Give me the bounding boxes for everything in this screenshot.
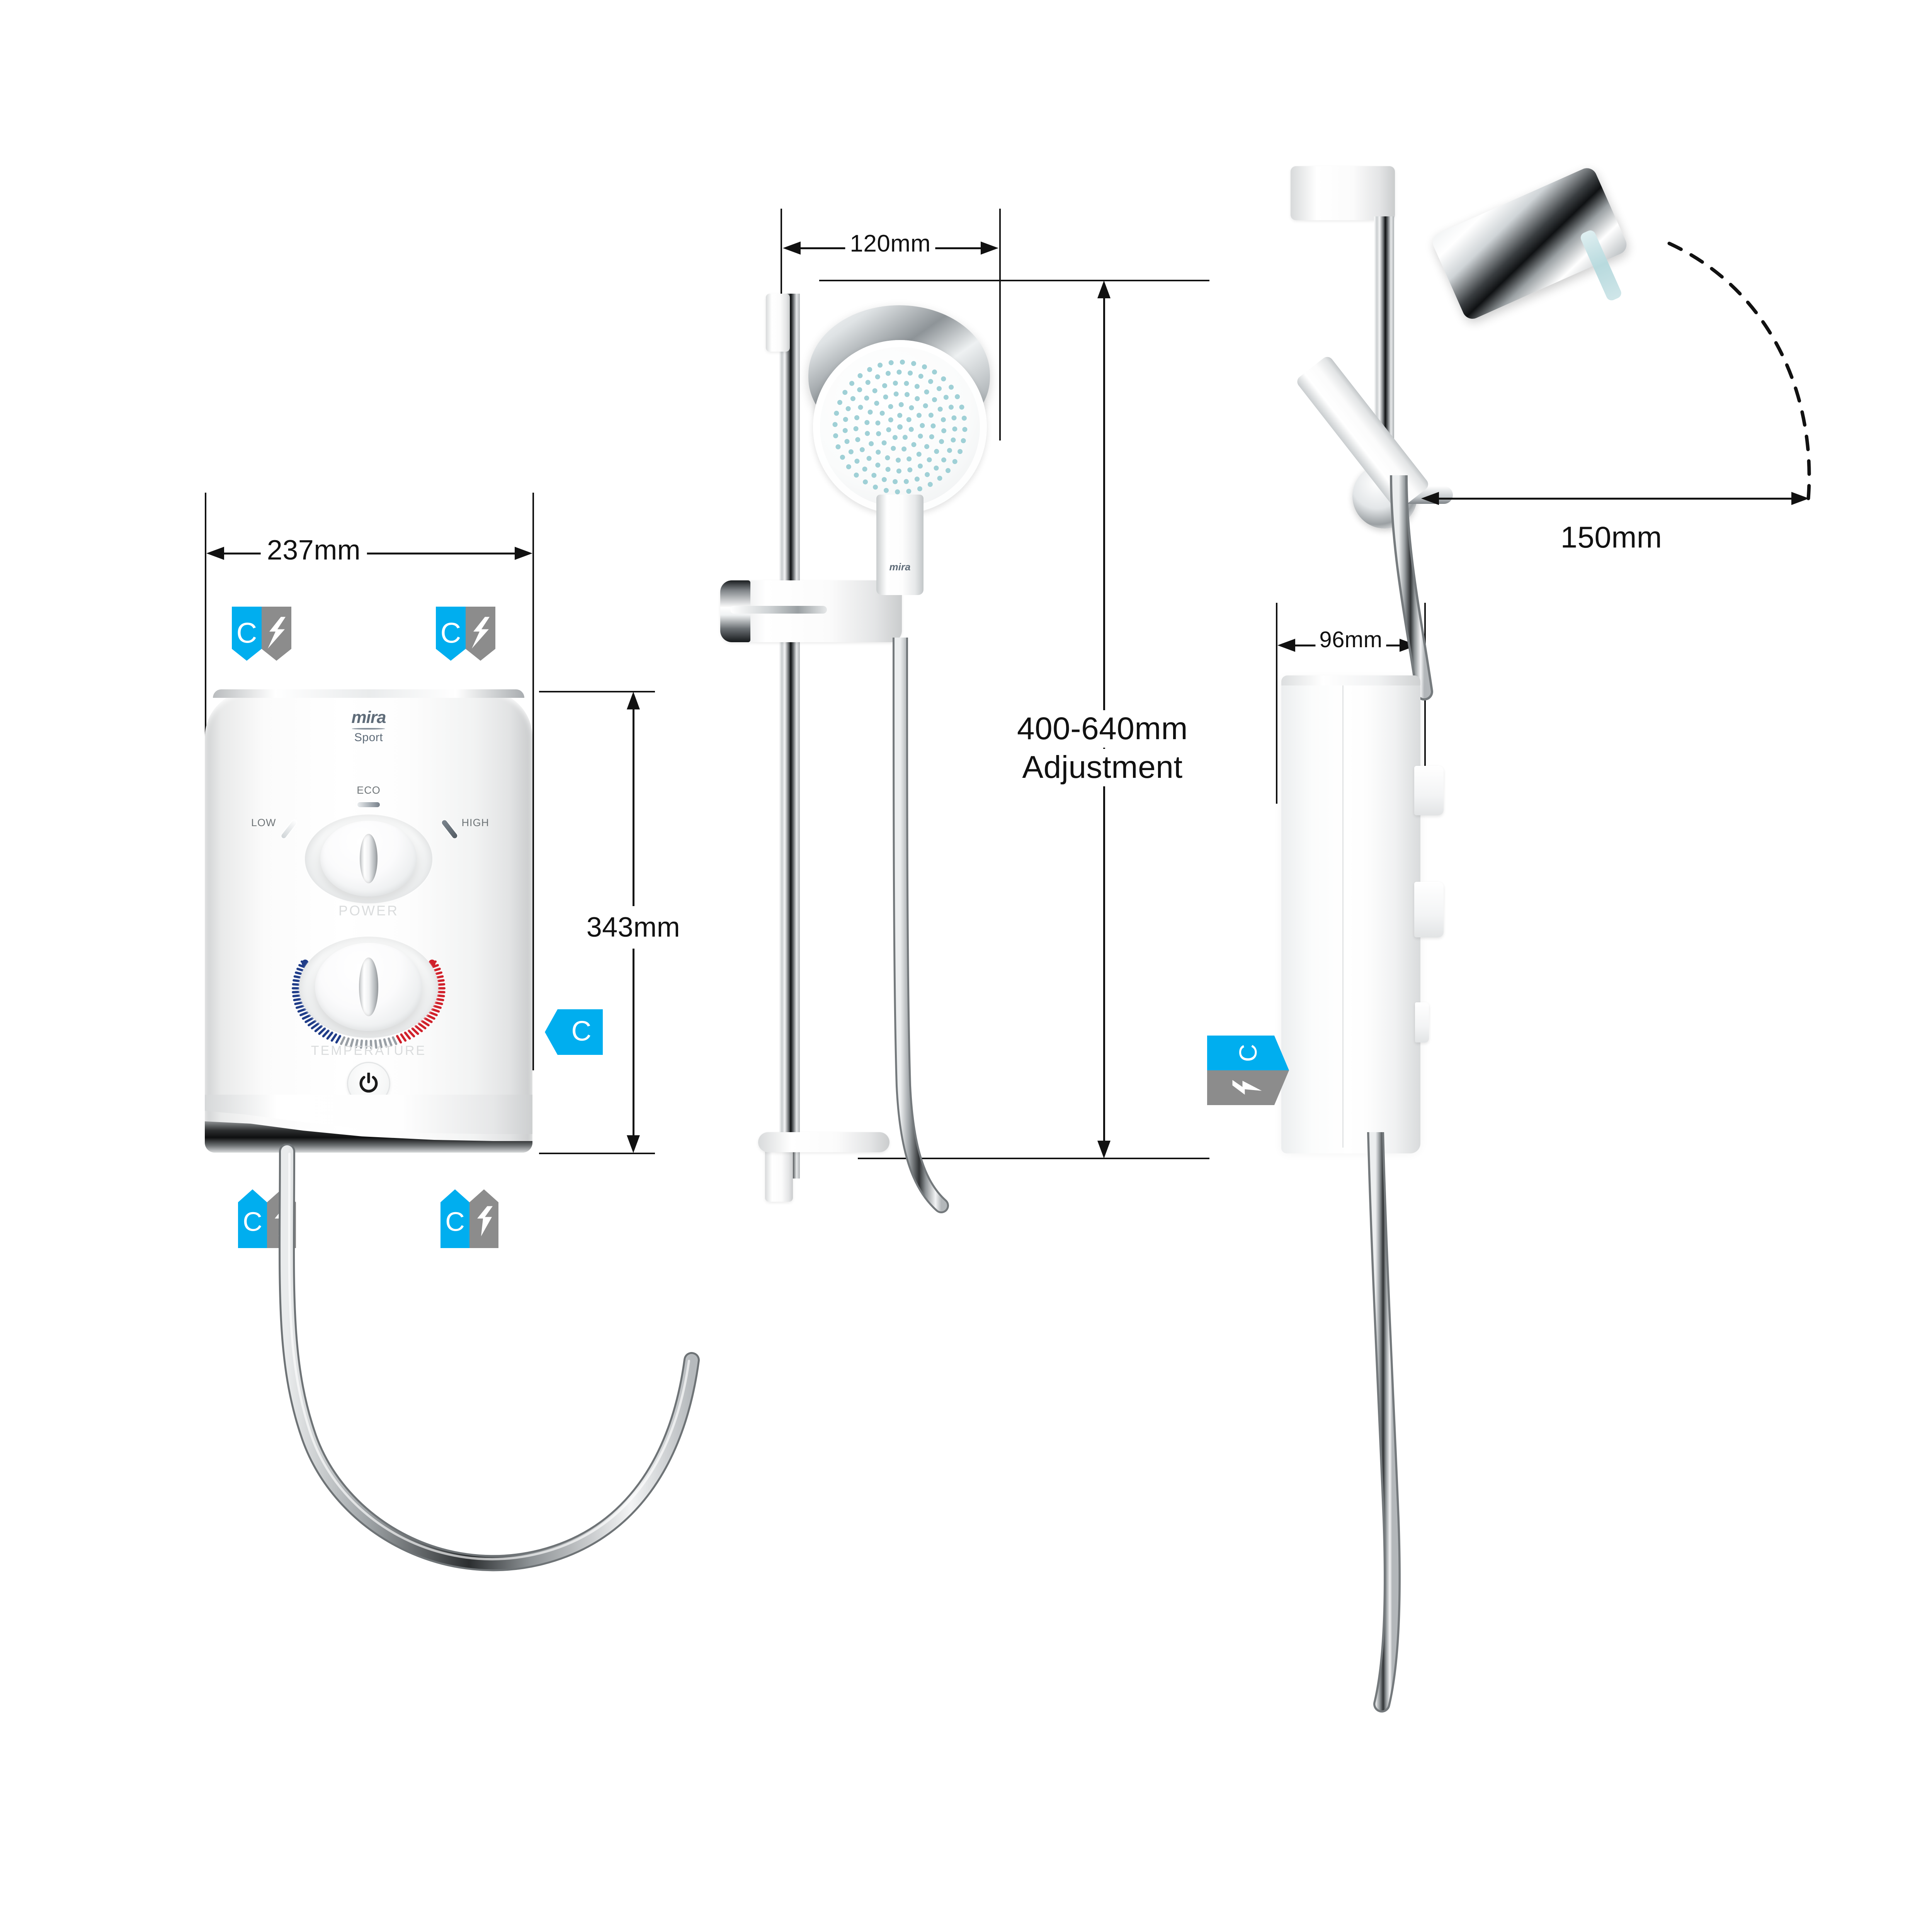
width-arrow-left [206,547,224,560]
adjustment-arrow-down [1097,1141,1111,1158]
temperature-knob-caption: TEMPERATURE [311,1043,427,1058]
badge-bottom-right: C [440,1189,498,1248]
badge-water-connection-right: C [545,1009,603,1055]
width-dimension-label: 237mm [260,534,367,566]
ext-line-right [532,493,534,1070]
projection-label: 150mm [1560,520,1662,554]
badge-letter-c: C [236,617,257,649]
ext-line-depth-left [1276,603,1277,804]
lightning-bolt-icon [265,616,288,651]
lightning-bolt-icon [469,616,492,651]
side-power-knob[interactable] [1414,766,1444,815]
projection-arrow-right [1791,492,1809,505]
width-arrow-right [515,547,532,560]
temperature-knob-grip[interactable] [359,957,378,1016]
ext-line-bottom [539,1153,655,1154]
badge-letter-c: C [571,1015,592,1047]
depth-label: 96mm [1315,627,1386,653]
adjustment-label-line1: 400-640mm [1010,710,1195,748]
power-tick-label-low: LOW [251,817,276,828]
depth-arrow-left [1277,639,1295,652]
power-control-knob[interactable] [320,821,417,896]
head-offset-arrow-right [981,242,998,255]
projection-arrow-left [1421,492,1439,505]
unit-top-trim [213,689,524,698]
front-view-hose [279,1144,700,1571]
height-arrow-up [627,692,640,709]
badge-side-rotated: C [1207,1036,1289,1105]
rotation-arc-indicator [1667,242,1811,500]
handset-handle-front[interactable] [876,495,923,595]
power-icon [359,1073,378,1093]
ext-line-head-right [999,209,1001,440]
badge-letter-c: C [1234,1044,1262,1062]
projection-dimension-line [1430,498,1801,500]
shower-unit-front: mira Sport LOW ECO HIGH POWER [205,689,532,1153]
shower-unit-side-housing [1281,678,1420,1153]
shower-head-face [813,340,987,514]
logo-wave-icon [352,728,385,730]
adjustment-arrow-up [1097,281,1111,298]
temperature-control-knob[interactable] [315,943,422,1031]
brand-logo: mira Sport [352,708,386,744]
badge-top-right: C [436,607,495,661]
adjustment-label-line2: Adjustment [1015,749,1190,786]
height-dimension-label: 343mm [582,906,684,949]
badge-blue-half: C [1207,1036,1289,1070]
badge-letter-c: C [243,1206,262,1237]
ext-line-top [539,691,655,692]
power-knob-caption: POWER [338,903,399,918]
slide-rail-bottom-collar [758,1132,889,1152]
unit-bottom-trim [205,1095,532,1153]
slide-rail-top-bracket[interactable] [766,294,790,352]
power-tick-mark-eco [357,802,380,807]
side-view-group: 150mm 96mm C [1159,0,1932,1932]
slide-rail [779,294,800,1179]
head-offset-label: 120mm [845,230,935,257]
front-view-group: 237mm C C [0,0,734,1932]
power-tick-label-eco: ECO [357,784,381,796]
badge-top-left: C [232,607,291,661]
badge-letter-c: C [440,617,461,649]
side-temperature-knob[interactable] [1414,882,1444,937]
lightning-bolt-icon [1232,1078,1265,1097]
middle-view-hose [893,638,949,1213]
side-hose-top [1390,475,1433,701]
width-dimension-line [214,553,524,554]
ext-line-adjust-top [819,280,1209,281]
ext-line-depth-right [1424,603,1426,804]
side-housing-top-cap [1281,675,1420,685]
head-offset-arrow-left [783,242,801,255]
nozzle-pattern [832,359,968,495]
height-arrow-down [627,1135,640,1153]
side-hose-bottom [1367,1132,1401,1713]
handset-brand-logo: mira [889,561,911,573]
brand-name: mira [351,708,386,727]
badge-grey-half [1207,1070,1289,1105]
brand-range: Sport [354,731,383,744]
power-tick-label-high: HIGH [461,817,489,828]
side-housing-seam [1342,680,1344,1148]
slider-chrome-stripe [730,606,827,614]
middle-view-group: 120mm 400-640mm Adjustment mira [657,0,1236,1932]
badge-letter-c: C [445,1206,465,1237]
lightning-bolt-icon [474,1206,494,1239]
power-knob-grip[interactable] [360,834,378,883]
ext-line-adjust-bottom [858,1158,1209,1159]
wall-outlet-bracket [1291,166,1395,220]
side-power-button[interactable] [1415,1002,1429,1043]
